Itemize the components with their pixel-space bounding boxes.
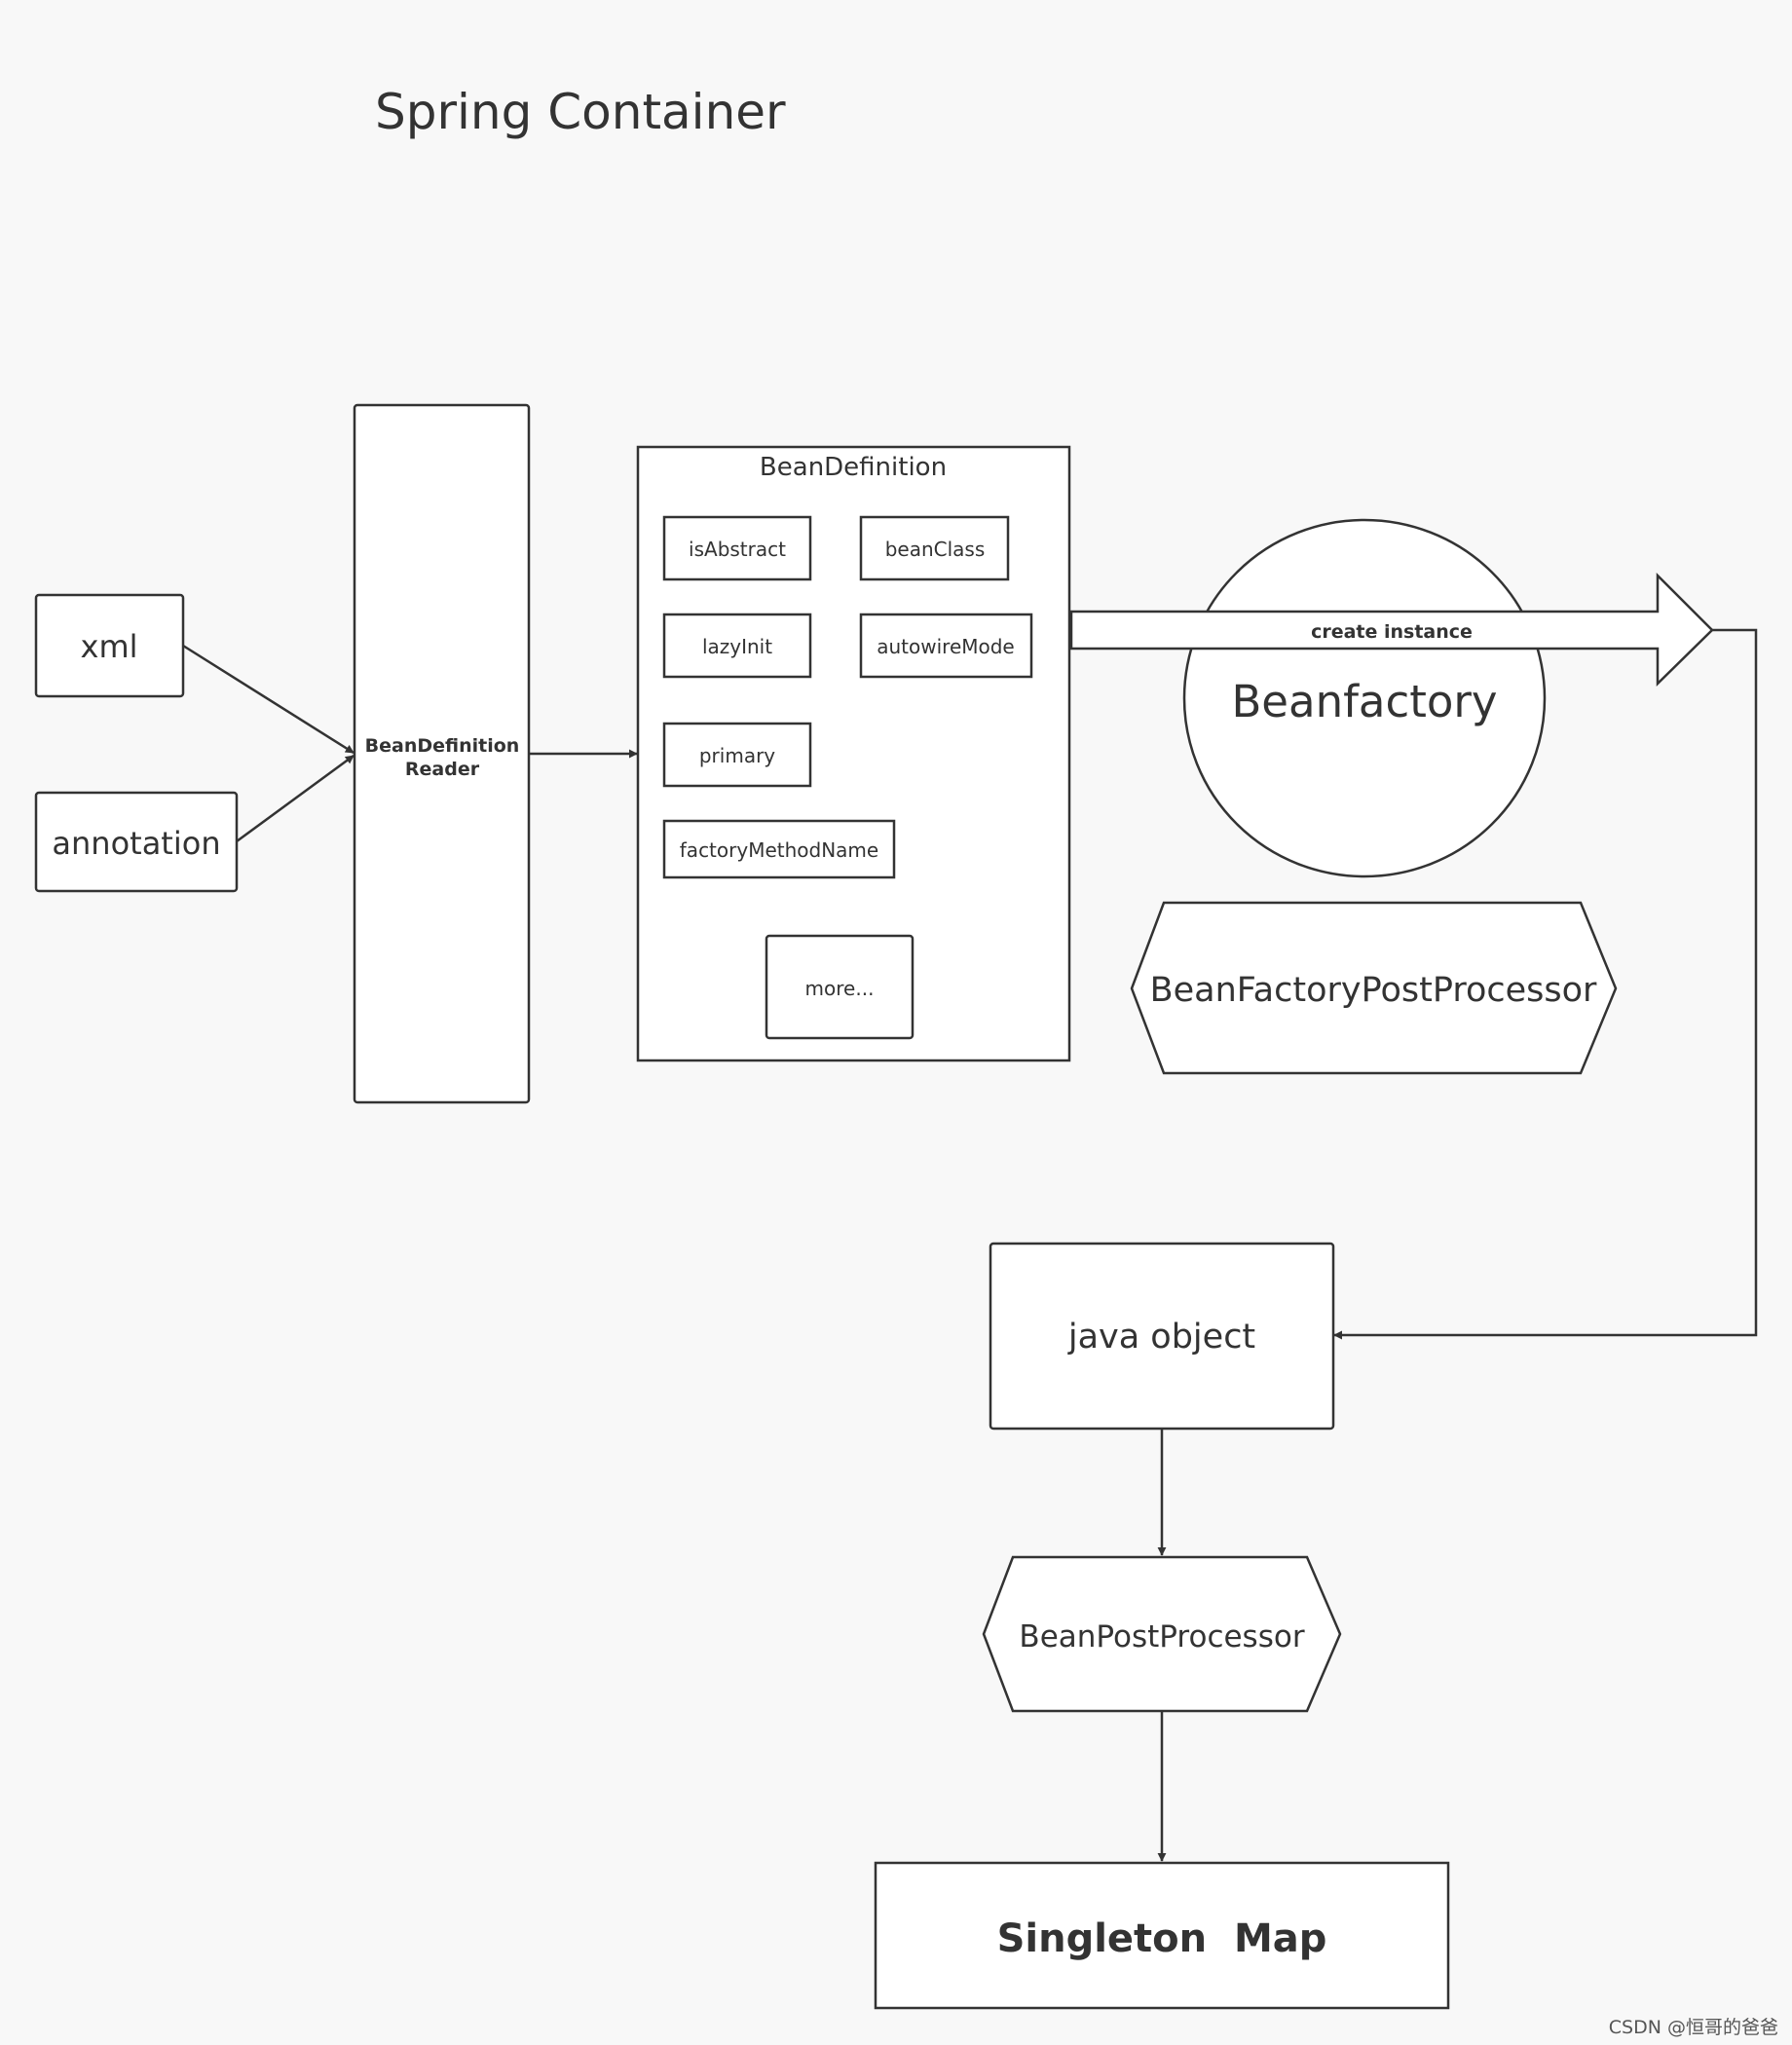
field-primary-label: primary [699,744,775,767]
diagram-title: Spring Container [375,84,786,140]
field-is-abstract: isAbstract [662,515,812,581]
bean-factory-post-processor-node: BeanFactoryPostProcessor [1130,901,1618,1075]
bean-definition-node: BeanDefinition isAbstract beanClass lazy… [636,445,1071,1062]
java-object-node: java object [989,1242,1335,1431]
field-primary: primary [662,722,812,788]
bean-factory-post-processor-label: BeanFactoryPostProcessor [1150,971,1597,1010]
field-autowire-mode-label: autowireMode [877,635,1015,658]
field-factory-method-name-label: factoryMethodName [680,838,878,862]
create-instance-to-java-object-connector [1333,628,1758,1340]
singleton-map-label: Singleton Map [997,1916,1327,1961]
xml-node: xml [34,593,185,698]
field-lazy-init: lazyInit [662,613,812,679]
bean-post-processor-node: BeanPostProcessor [982,1555,1342,1713]
field-bean-class-label: beanClass [885,538,986,561]
field-more-label: more... [805,977,875,1000]
field-bean-class: beanClass [859,515,1010,581]
bean-post-processor-label: BeanPostProcessor [1019,1619,1304,1655]
create-instance-arrow: create instance [1069,572,1714,687]
field-factory-method-name: factoryMethodName [662,819,896,879]
singleton-map-node: Singleton Map [874,1861,1450,2010]
field-lazy-init-label: lazyInit [702,635,772,658]
create-instance-label: create instance [1311,621,1473,643]
reader-label-line1: BeanDefinition [365,735,520,757]
bean-definition-reader-node: BeanDefinition Reader [353,403,531,1104]
bean-definition-title: BeanDefinition [760,453,947,482]
beanfactory-node: Beanfactory [1182,518,1547,878]
field-is-abstract-label: isAbstract [689,538,786,561]
java-object-label: java object [1067,1318,1255,1357]
xml-label: xml [81,628,138,665]
annotation-label: annotation [52,825,220,862]
xml-to-reader-arrow [182,644,355,755]
reader-label-line2: Reader [405,759,480,780]
annotation-to-reader-arrow [236,754,355,843]
field-autowire-mode: autowireMode [859,613,1033,679]
field-more: more... [765,934,915,1040]
annotation-node: annotation [34,791,239,893]
csdn-watermark: CSDN @恒哥的爸爸 [1609,2017,1778,2038]
beanfactory-label: Beanfactory [1231,676,1497,727]
